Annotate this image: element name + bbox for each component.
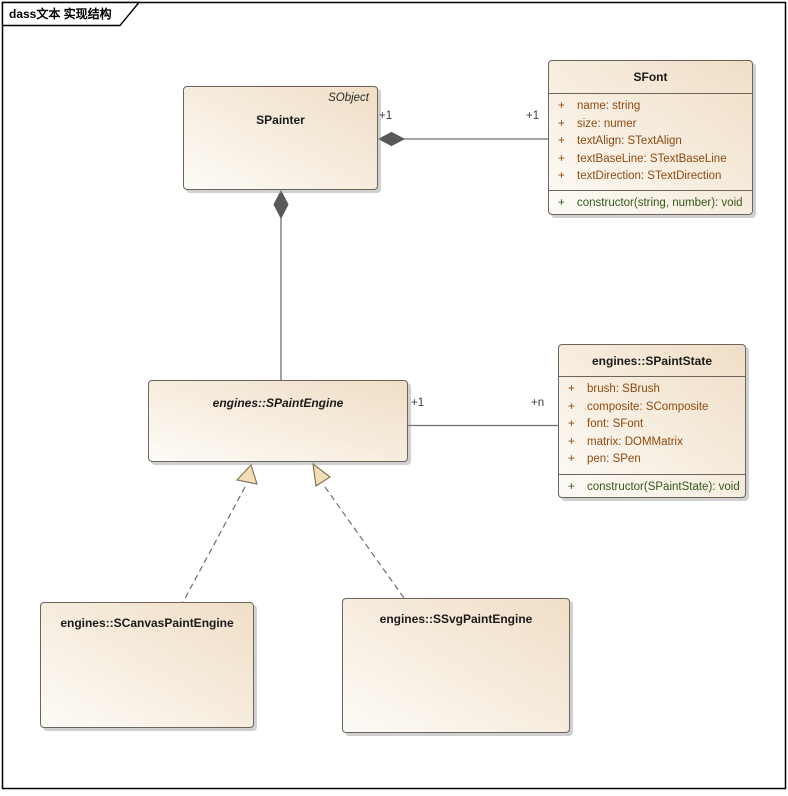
- multiplicity-sfont-end: +1: [526, 110, 540, 122]
- attribute-row[interactable]: + font: SFont: [568, 418, 644, 430]
- class-spainter-stereotype: SObject: [328, 92, 369, 104]
- composition-diamond-icon: [273, 189, 289, 220]
- class-sfont-title: SFont: [549, 61, 752, 93]
- connector-realization-scanvas-spaintengine[interactable]: [182, 463, 258, 603]
- multiplicity-spaintengine-end: +1: [411, 397, 425, 409]
- class-ssvgpaintengine[interactable]: engines::SSvgPaintEngine: [342, 598, 570, 733]
- connector-realization-ssvg-spaintengine[interactable]: [312, 462, 405, 599]
- connector-composition-spainter-sfont[interactable]: [377, 131, 548, 147]
- class-spainter-name: SPainter: [256, 113, 305, 127]
- operation-row[interactable]: + constructor(string, number): void: [558, 197, 743, 209]
- attribute-row[interactable]: + pen: SPen: [568, 453, 641, 465]
- attribute-row[interactable]: + matrix: DOMMatrix: [568, 435, 683, 448]
- diagram-title: dass文本 实现结构: [9, 7, 112, 21]
- class-sfont[interactable]: SFont + name: string + size: numer + tex…: [548, 60, 753, 215]
- class-spaintstate[interactable]: engines::SPaintState + brush: SBrush + c…: [558, 344, 746, 498]
- generalization-triangle-icon: [235, 463, 258, 485]
- class-spaintengine-name: engines::SPaintEngine: [212, 396, 344, 410]
- class-spaintengine[interactable]: engines::SPaintEngine: [148, 380, 408, 462]
- class-spaintstate-name: engines::SPaintState: [591, 353, 713, 368]
- class-sfont-name: SFont: [633, 70, 668, 84]
- composition-diamond-icon: [377, 131, 406, 147]
- attribute-row[interactable]: + composite: SComposite: [568, 400, 709, 413]
- attribute-row[interactable]: + textAlign: STextAlign: [558, 135, 682, 147]
- class-spaintstate-attributes: + brush: SBrush + composite: SComposite …: [559, 376, 745, 474]
- class-scanvaspaintengine[interactable]: engines::SCanvasPaintEngine: [40, 602, 254, 728]
- attribute-row[interactable]: + size: numer: [558, 117, 637, 130]
- class-sfont-operations: + constructor(string, number): void: [549, 190, 752, 216]
- class-scanvaspaintengine-name: engines::SCanvasPaintEngine: [60, 616, 234, 630]
- multiplicity-spaintstate-end: +n: [531, 397, 545, 409]
- class-ssvgpaintengine-name: engines::SSvgPaintEngine: [379, 612, 533, 626]
- diagram-frame-tab: [1, 1, 141, 27]
- class-spaintstate-title: engines::SPaintState: [559, 345, 745, 376]
- connector-composition-spainter-spaintengine[interactable]: [273, 189, 289, 380]
- generalization-triangle-icon: [312, 462, 332, 488]
- class-sfont-attributes: + name: string + size: numer + textAlign…: [549, 93, 752, 190]
- class-spaintstate-operations: + constructor(SPaintState): void: [559, 474, 745, 499]
- operation-row[interactable]: + constructor(SPaintState): void: [568, 481, 740, 493]
- attribute-row[interactable]: + name: string: [558, 100, 641, 112]
- class-spainter[interactable]: SObject SPainter: [183, 86, 378, 190]
- multiplicity-spainter-end: +1: [379, 110, 393, 122]
- attribute-row[interactable]: + textBaseLine: STextBaseLine: [558, 152, 727, 165]
- attribute-row[interactable]: + brush: SBrush: [568, 383, 660, 395]
- attribute-row[interactable]: + textDirection: STextDirection: [558, 170, 722, 182]
